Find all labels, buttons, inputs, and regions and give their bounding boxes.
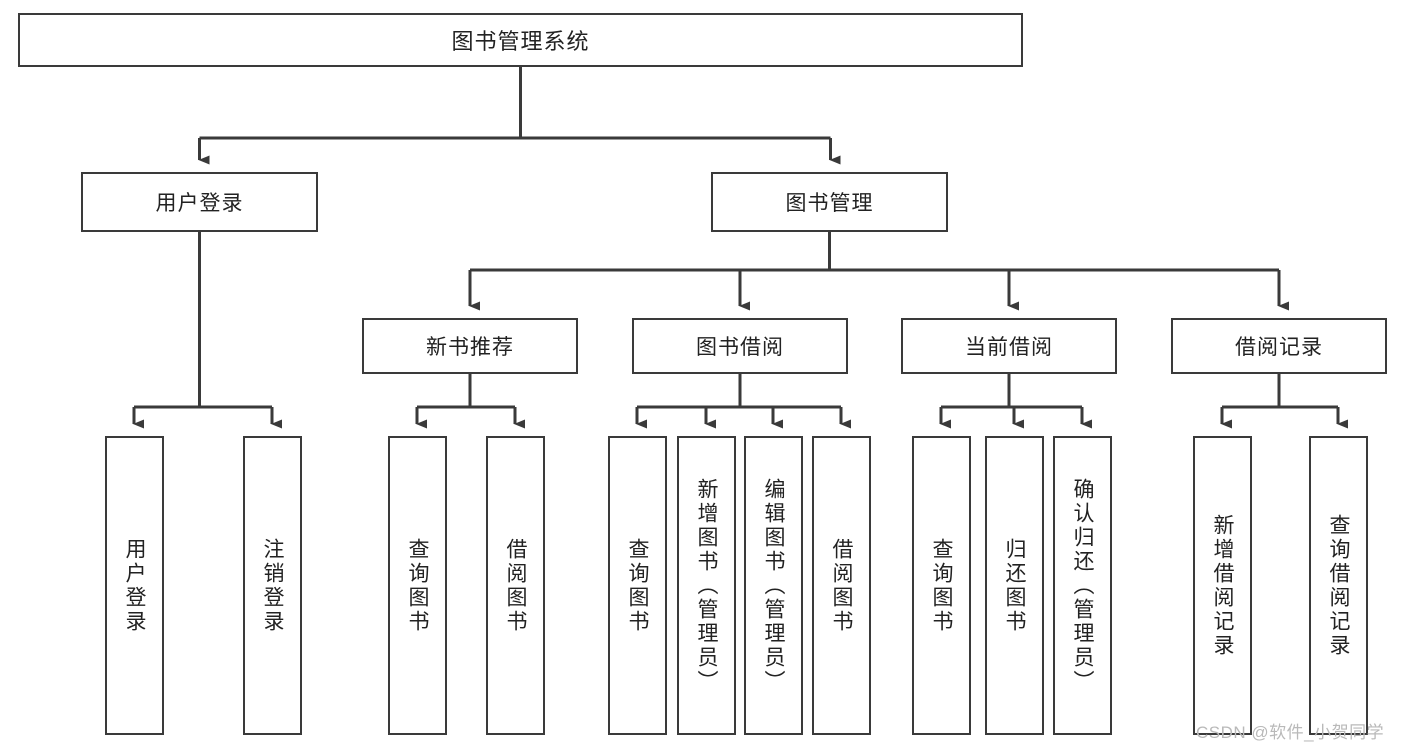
node-label: 图书借阅: [696, 336, 784, 359]
node-leaf-query-borrow-record: 查询借阅记录: [1309, 436, 1368, 735]
node-label: 新书推荐: [426, 336, 514, 359]
csdn-watermark: CSDN @软件_小贺同学: [1196, 723, 1385, 742]
node-leaf-add-borrow-record: 新增借阅记录: [1193, 436, 1252, 735]
node-current-borrow: 当前借阅: [901, 318, 1117, 374]
node-label: 用户登录: [123, 537, 146, 634]
node-leaf-return-book: 归还图书: [985, 436, 1044, 735]
node-leaf-borrow-book-recommend: 借阅图书: [486, 436, 545, 735]
node-new-book-recommend: 新书推荐: [362, 318, 578, 374]
node-leaf-logout: 注销登录: [243, 436, 302, 735]
node-label: 图书管理: [785, 192, 874, 215]
node-label: 查询图书: [626, 537, 649, 634]
node-borrow-record: 借阅记录: [1171, 318, 1387, 374]
node-leaf-query-book-current: 查询图书: [912, 436, 971, 735]
node-label: 借阅记录: [1235, 336, 1323, 359]
node-label: 新增借阅记录: [1211, 513, 1234, 658]
node-leaf-borrow-book: 借阅图书: [812, 436, 871, 735]
node-user-login: 用户登录: [81, 172, 318, 232]
node-label: 注销登录: [261, 537, 284, 634]
node-label: 新增图书（管理员）: [695, 477, 718, 694]
node-label: 查询图书: [406, 537, 429, 634]
node-leaf-add-book-admin: 新增图书（管理员）: [677, 436, 736, 735]
node-label: 借阅图书: [830, 537, 853, 634]
node-label: 编辑图书（管理员）: [762, 477, 785, 694]
node-label: 当前借阅: [965, 336, 1053, 359]
node-label: 图书管理系统: [451, 29, 590, 54]
node-label: 查询图书: [930, 537, 953, 634]
node-label: 归还图书: [1003, 537, 1026, 634]
node-label: 借阅图书: [504, 537, 527, 634]
node-leaf-user-login: 用户登录: [105, 436, 164, 735]
node-leaf-query-book-borrow: 查询图书: [608, 436, 667, 735]
node-label: 查询借阅记录: [1327, 513, 1350, 658]
node-book-borrow: 图书借阅: [632, 318, 848, 374]
node-leaf-confirm-return-admin: 确认归还（管理员）: [1053, 436, 1112, 735]
node-leaf-edit-book-admin: 编辑图书（管理员）: [744, 436, 803, 735]
node-book-manage: 图书管理: [711, 172, 948, 232]
node-label: 用户登录: [155, 192, 244, 215]
node-root: 图书管理系统: [18, 13, 1023, 67]
node-leaf-query-book-recommend: 查询图书: [388, 436, 447, 735]
node-label: 确认归还（管理员）: [1071, 477, 1094, 694]
